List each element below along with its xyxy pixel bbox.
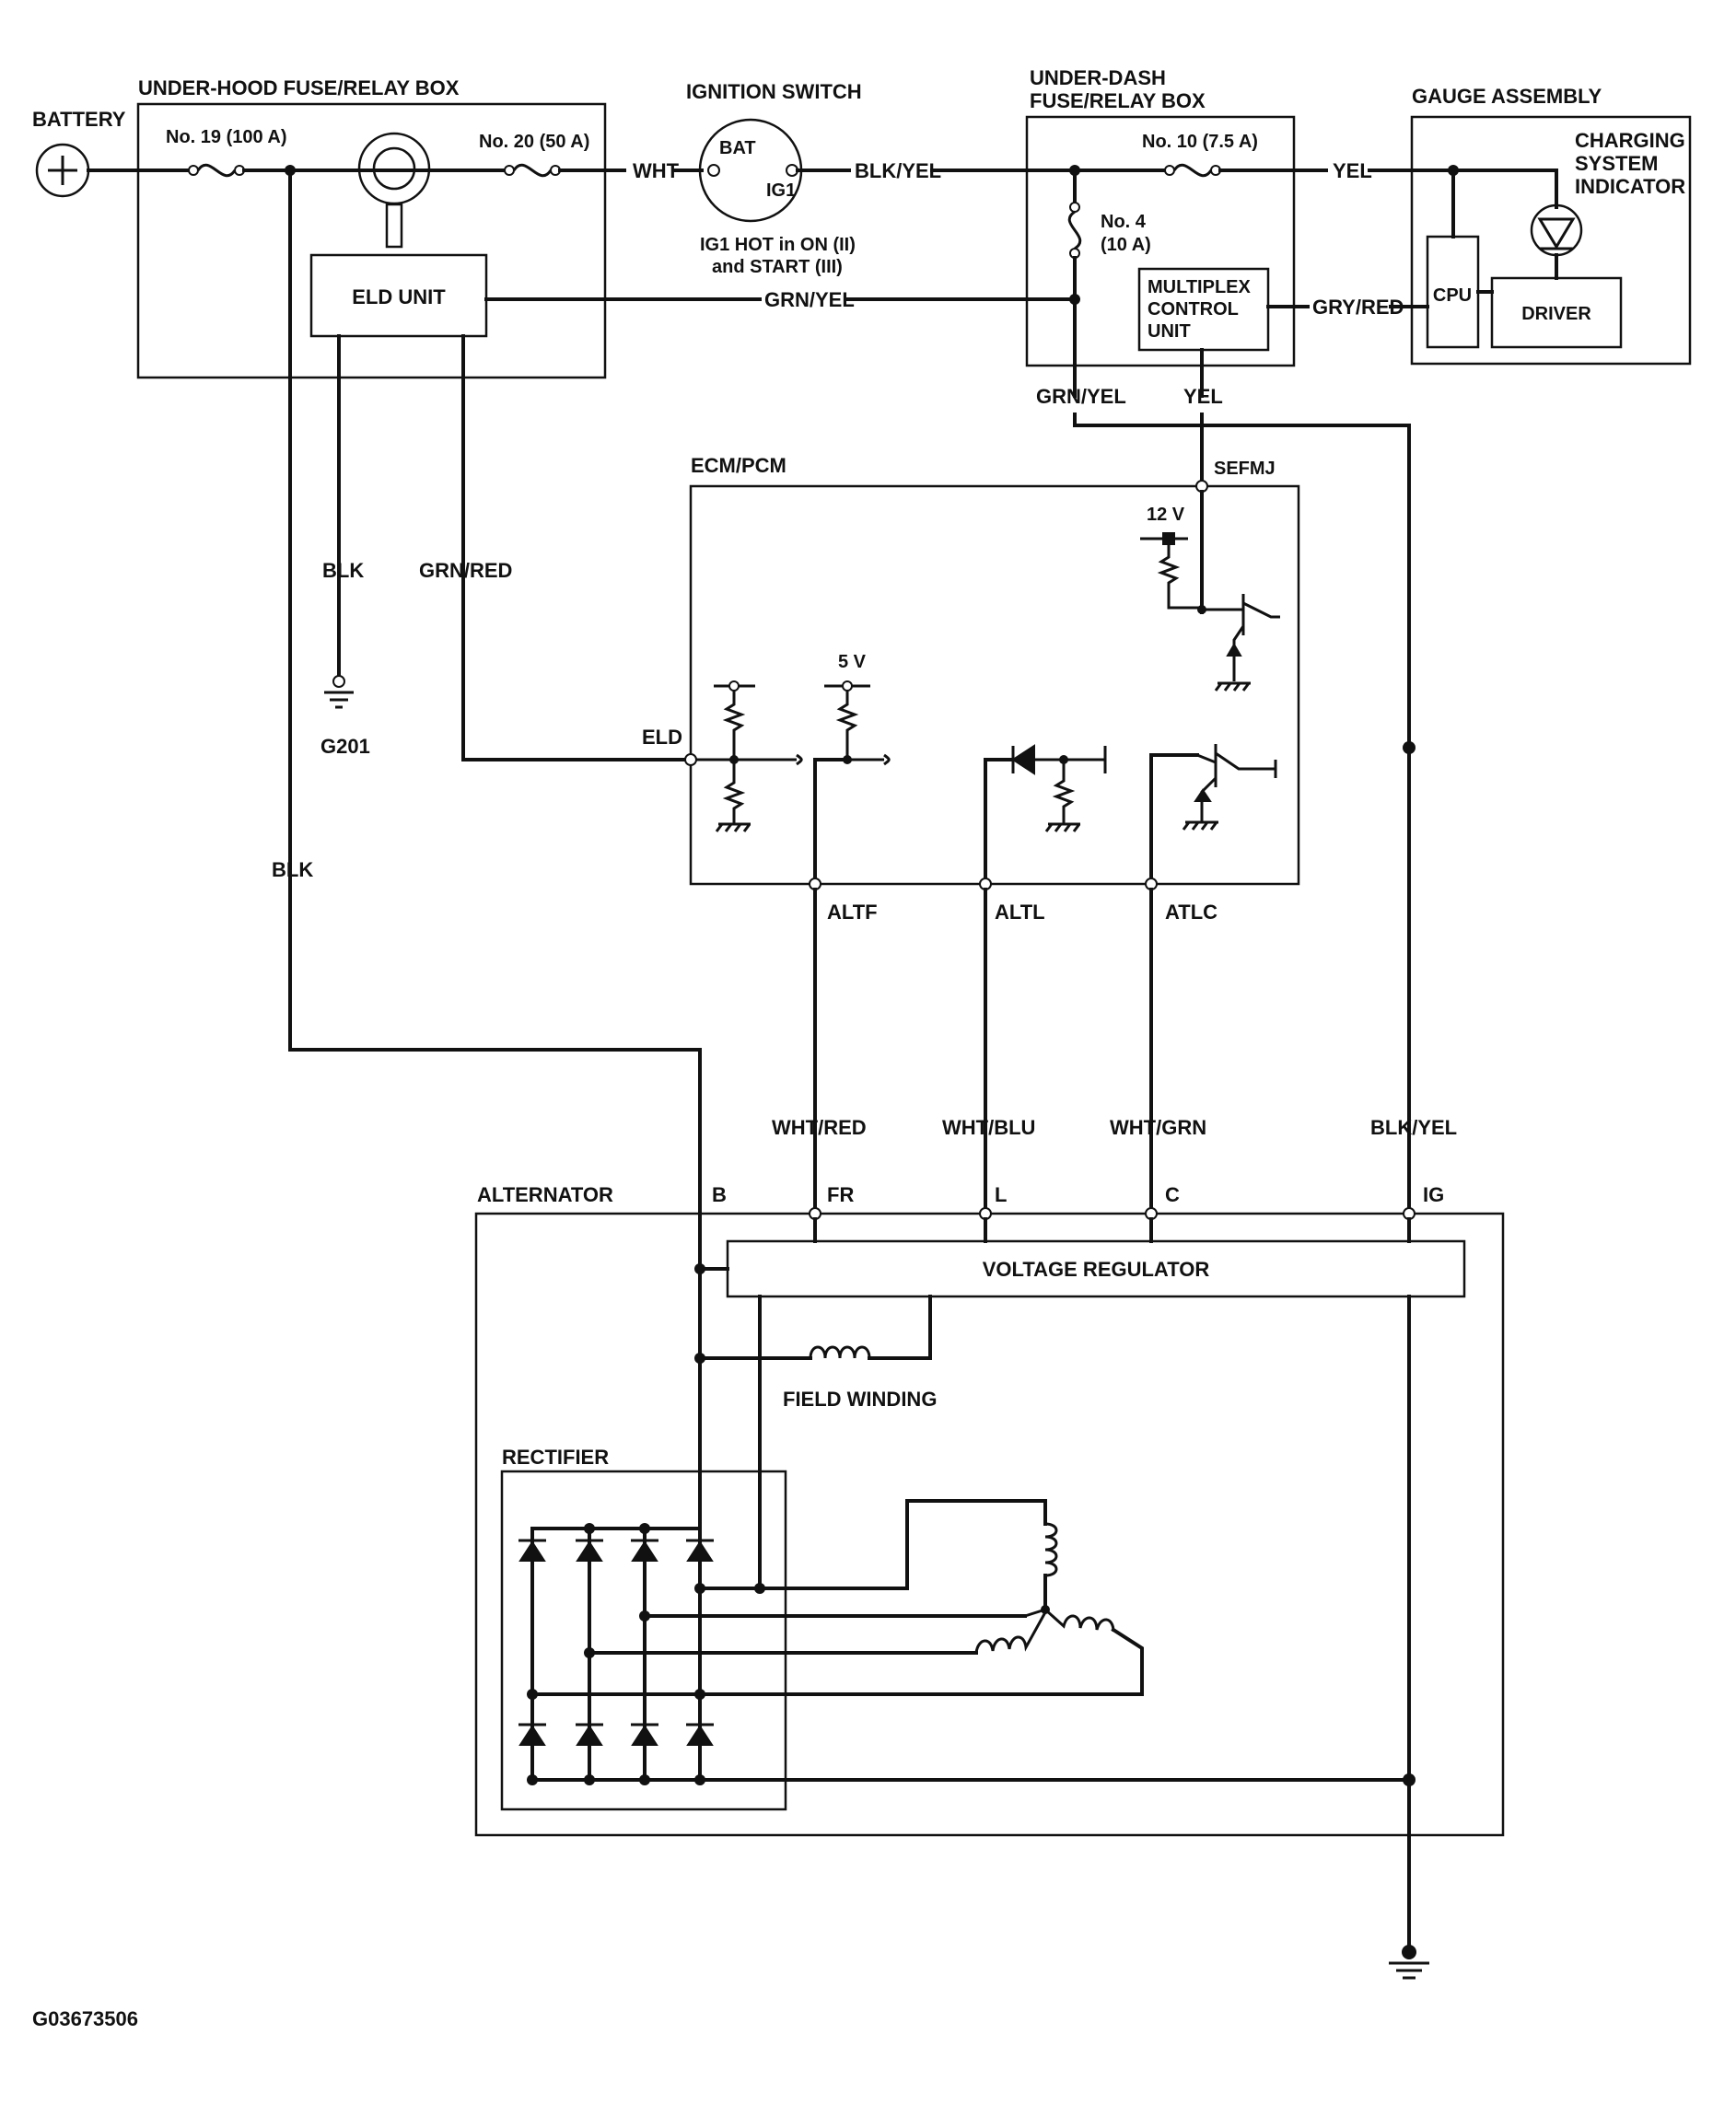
mcu-label-2: CONTROL — [1148, 299, 1239, 320]
alternator: ALTERNATOR B FR L C IG VOLTAGE REGULATOR… — [474, 1183, 1505, 1954]
battery: BATTERY — [32, 108, 126, 198]
ign-bat-label: BAT — [719, 138, 756, 158]
altl-diode-icon — [1011, 744, 1035, 775]
alternator-outline — [474, 1212, 1505, 1837]
cpu-label: CPU — [1433, 285, 1472, 306]
pin-atlc-label: ATLC — [1165, 901, 1218, 924]
wire-grn-yel-h-label: GRN/YEL — [764, 288, 855, 311]
eld-unit-box — [309, 253, 488, 338]
mcu-label-3: UNIT — [1148, 321, 1191, 342]
gauge-assembly-label: GAUGE ASSEMBLY — [1412, 85, 1602, 108]
ecm-pcm-label: ECM/PCM — [691, 454, 786, 477]
wire-yel-v-label: YEL — [1183, 385, 1223, 408]
pin-l-label: L — [995, 1183, 1007, 1206]
v5-label: 5 V — [838, 652, 867, 672]
pin-altl-label: ALTL — [995, 901, 1045, 924]
gauge-assembly-outline — [1410, 115, 1692, 366]
wire-blk-left-label: BLK — [272, 858, 313, 881]
rectifier-box — [500, 1470, 787, 1811]
ign-ig1-label: IG1 — [766, 180, 796, 201]
ecm-pcm-outline — [689, 484, 1300, 886]
field-winding-label: FIELD WINDING — [783, 1388, 937, 1411]
indicator-label-1: CHARGING — [1575, 129, 1685, 152]
wire-blk-g201-label: BLK — [322, 559, 364, 582]
pin-fr-label: FR — [827, 1183, 854, 1206]
underdash-box-outline — [1025, 115, 1296, 367]
fuse-4-label-2: (10 A) — [1101, 235, 1151, 255]
figure-id: G03673506 — [32, 2007, 138, 2030]
ign-note-line2: and START (III) — [712, 257, 843, 277]
fuse-19-label: No. 19 (100 A) — [166, 127, 287, 147]
fuse-19-icon — [188, 163, 245, 178]
field-winding-icon — [809, 1345, 871, 1359]
underhood-box-label: UNDER-HOOD FUSE/RELAY BOX — [138, 76, 460, 99]
pin-c-label: C — [1165, 1183, 1180, 1206]
wire-wht-blu-label: WHT/BLU — [942, 1116, 1035, 1139]
pin-ig-label: IG — [1423, 1183, 1444, 1206]
fuse-4-icon — [1067, 202, 1082, 259]
indicator-label-2: SYSTEM — [1575, 152, 1658, 175]
indicator-label-3: INDICATOR — [1575, 175, 1685, 198]
pin-eld-label: ELD — [642, 726, 682, 749]
wire-gry-red-label: GRY/RED — [1312, 296, 1404, 319]
wire-yel-top-label: YEL — [1333, 159, 1372, 182]
voltage-regulator-label: VOLTAGE REGULATOR — [983, 1258, 1210, 1281]
underhood-box-outline — [136, 102, 607, 379]
ign-note-line1: IG1 HOT in ON (II) — [700, 235, 856, 255]
eld-unit-label: ELD UNIT — [352, 285, 446, 308]
battery-label: BATTERY — [32, 108, 126, 131]
driver-label: DRIVER — [1521, 304, 1591, 324]
gauge-assembly: GAUGE ASSEMBLY CHARGING SYSTEM INDICATOR… — [1410, 85, 1692, 366]
pin-altf-label: ALTF — [827, 901, 878, 924]
underdash-fuse-relay-box: UNDER-DASH FUSE/RELAY BOX No. 10 (7.5 A)… — [1025, 66, 1296, 367]
wire-blk-yel-right-label: BLK/YEL — [1370, 1116, 1457, 1139]
pin-b-label: B — [712, 1183, 727, 1206]
fuse-4-label-1: No. 4 — [1101, 212, 1147, 232]
fuse-10-icon — [1164, 163, 1221, 178]
chassis-ground-icon — [1389, 1945, 1429, 1980]
wire-wht-label: WHT — [633, 159, 680, 182]
ground-g201-icon — [324, 675, 354, 709]
underdash-box-label-1: UNDER-DASH — [1030, 66, 1166, 89]
pin-eld — [684, 753, 697, 766]
rectifier-label: RECTIFIER — [502, 1446, 609, 1469]
alternator-label: ALTERNATOR — [477, 1183, 613, 1206]
wire-wht-grn-label: WHT/GRN — [1110, 1116, 1206, 1139]
pin-sefmj-label: SEFMJ — [1214, 459, 1276, 479]
ignition-switch: IGNITION SWITCH BAT IG1 IG1 HOT in ON (I… — [686, 80, 862, 277]
rectifier-diodes-icon — [518, 1539, 714, 1746]
wire-grn-yel-v-label: GRN/YEL — [1036, 385, 1126, 408]
v12-label: 12 V — [1147, 505, 1185, 525]
ecm-pcm: ECM/PCM SEFMJ 12 V ELD 5 V — [642, 454, 1300, 924]
fuse-20-icon — [504, 163, 561, 178]
underhood-fuse-relay-box: UNDER-HOOD FUSE/RELAY BOX No. 19 (100 A)… — [136, 76, 607, 379]
stator-windings-icon — [588, 1499, 1144, 1696]
fuse-10-label: No. 10 (7.5 A) — [1142, 132, 1258, 152]
underdash-box-label-2: FUSE/RELAY BOX — [1030, 89, 1206, 112]
wire-grn-red-label: GRN/RED — [419, 559, 512, 582]
wire-wht-red-label: WHT/RED — [772, 1116, 867, 1139]
mcu-label-1: MULTIPLEX — [1148, 277, 1252, 297]
fuse-20-label: No. 20 (50 A) — [479, 132, 589, 152]
ground-g201-label: G201 — [320, 735, 370, 758]
ignition-switch-label: IGNITION SWITCH — [686, 80, 862, 103]
wire-blk-yel-top-label: BLK/YEL — [855, 159, 941, 182]
